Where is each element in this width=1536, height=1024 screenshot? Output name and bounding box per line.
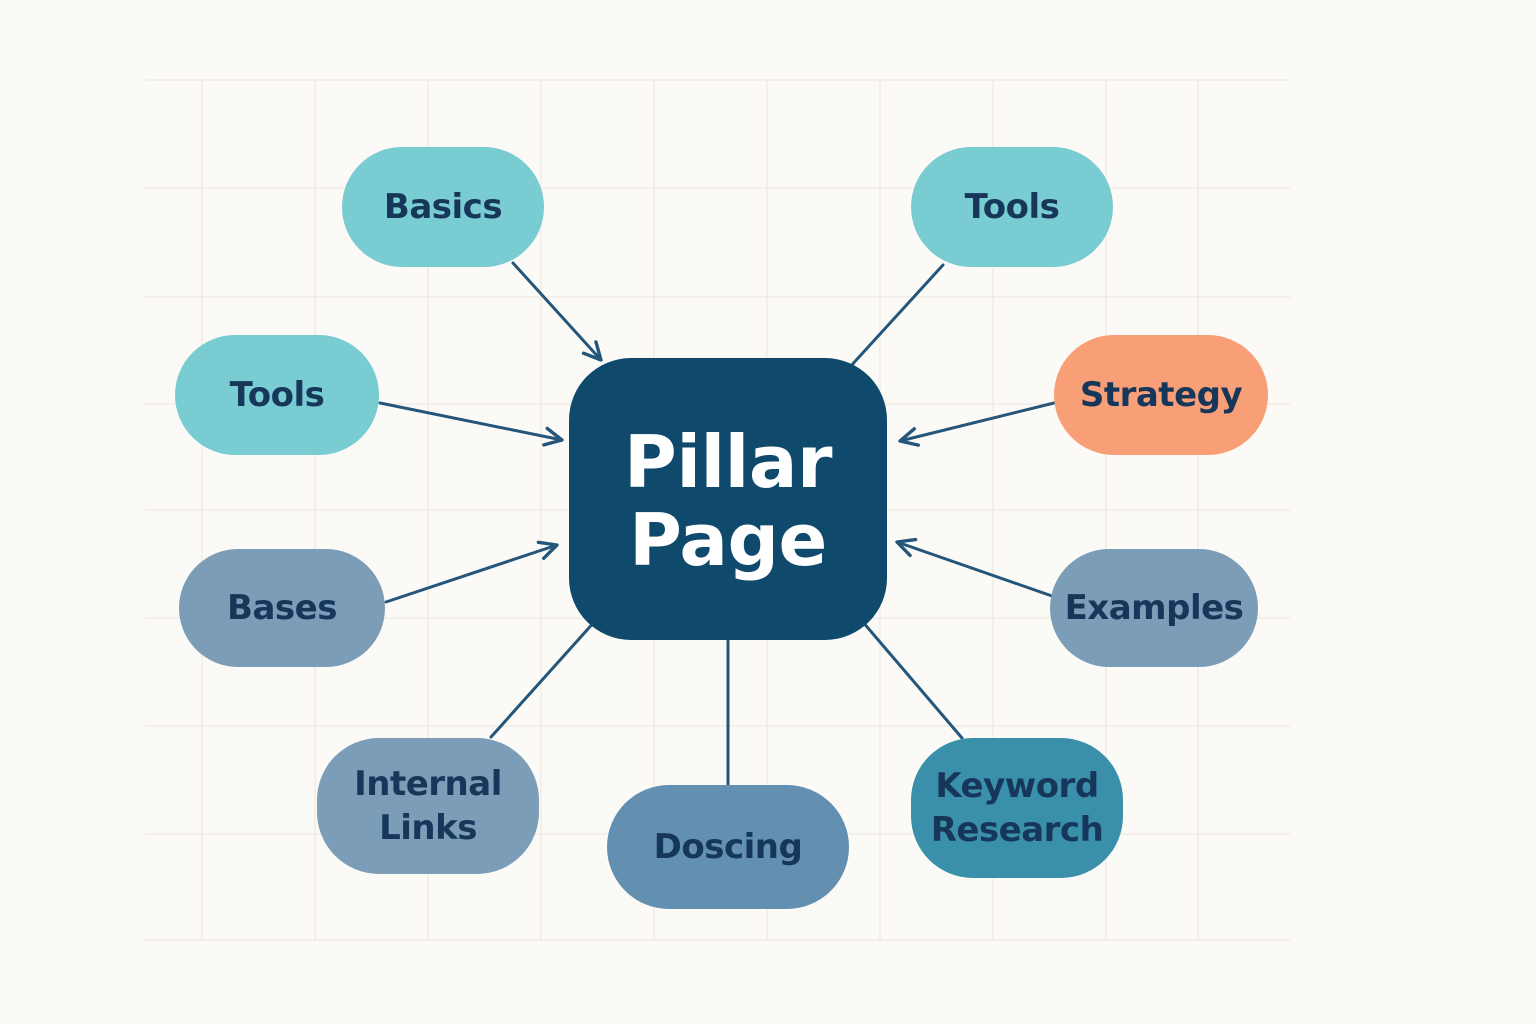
node-basics: Basics	[342, 147, 544, 267]
node-tools-right-pill	[911, 147, 1113, 267]
node-strategy-label-line-1: Strategy	[1080, 375, 1243, 415]
connector-tools-right-line	[847, 263, 945, 370]
connector-bases-arrow	[384, 540, 559, 604]
node-doscing-pill	[607, 785, 849, 909]
node-keyword-research-label-line-2: Research	[931, 810, 1104, 850]
connector-strategy-arrow	[898, 401, 1056, 447]
node-tools-left-pill	[175, 335, 379, 455]
connector-layer	[378, 261, 1056, 787]
connector-tools-left-arrow	[378, 401, 564, 447]
connector-internal-links-line	[489, 618, 598, 739]
node-keyword-research-label-line-1: Keyword	[935, 766, 1098, 806]
connector-keyword-research-line	[860, 619, 964, 740]
node-doscing: Doscing	[607, 785, 849, 909]
center-box	[569, 358, 887, 640]
node-strategy: Strategy	[1054, 335, 1268, 455]
node-internal-links-label-line-1: Internal	[354, 764, 502, 804]
node-examples: Examples	[1050, 549, 1258, 667]
center-label-line-2: Page	[629, 498, 827, 582]
node-bases: Bases	[179, 549, 385, 667]
node-bases-pill	[179, 549, 385, 667]
node-examples-label-line-1: Examples	[1065, 588, 1244, 628]
connector-basics-arrow	[511, 261, 603, 362]
node-doscing-label-line-1: Doscing	[654, 827, 803, 867]
node-bases-label-line-1: Bases	[227, 588, 337, 628]
center-label-line-1: Pillar	[624, 420, 833, 504]
node-tools-right-label-line-1: Tools	[965, 187, 1060, 227]
node-tools-right: Tools	[911, 147, 1113, 267]
node-strategy-pill	[1054, 335, 1268, 455]
node-examples-pill	[1050, 549, 1258, 667]
connector-examples-arrow	[895, 537, 1054, 598]
node-tools-left-label-line-1: Tools	[230, 375, 325, 415]
node-tools-left: Tools	[175, 335, 379, 455]
node-basics-pill	[342, 147, 544, 267]
node-keyword-research-pill	[911, 738, 1123, 878]
node-internal-links-pill	[317, 738, 539, 874]
node-internal-links-label-line-2: Links	[379, 808, 477, 848]
node-basics-label-line-1: Basics	[384, 187, 502, 227]
